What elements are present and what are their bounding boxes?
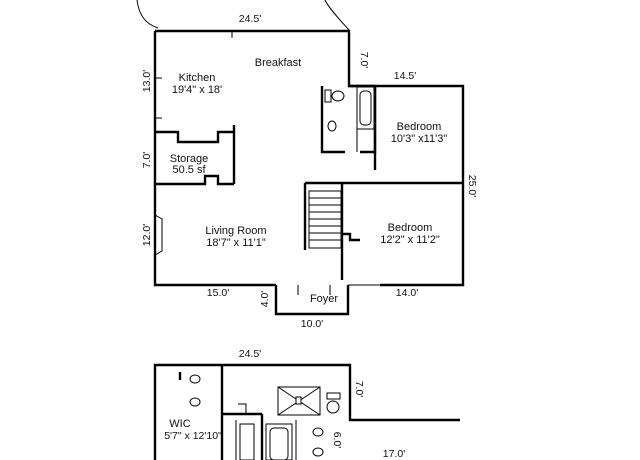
stair-wall bbox=[303, 181, 345, 250]
sink-1 bbox=[189, 374, 201, 384]
curved-wall-top bbox=[136, 0, 350, 31]
dim-top: 24.5' bbox=[239, 13, 261, 25]
upper-floor: 24.5' 7.0' 14.5' 13.0' 7.0' 12.0' 25.0' … bbox=[141, 13, 478, 330]
tub-lower-inner bbox=[269, 427, 289, 460]
room-foyer: Foyer bbox=[310, 293, 338, 305]
room-bedroom-upper-size: 10'3" x11'3" bbox=[391, 133, 448, 145]
dim-bath-right: 7.0' bbox=[358, 52, 370, 69]
room-bedroom-lower: Bedroom bbox=[388, 222, 433, 234]
foyer-inner bbox=[297, 284, 380, 295]
toilet-bowl bbox=[331, 90, 345, 102]
room-living-size: 18'7" x 11'1" bbox=[206, 237, 266, 249]
wall-ticks bbox=[155, 31, 233, 119]
room-living: Living Room bbox=[205, 225, 266, 237]
exterior-wall-left bbox=[153, 31, 276, 287]
lower-dim-right: 7.0' bbox=[353, 381, 365, 398]
dim-bedroom-bottom: 14.0' bbox=[396, 287, 418, 299]
fireplace bbox=[154, 214, 163, 256]
dim-kitchen-left: 13.0' bbox=[141, 70, 153, 92]
dim-storage-left: 7.0' bbox=[141, 152, 153, 169]
room-bedroom-lower-size: 12'2" x 11'2" bbox=[380, 234, 440, 246]
dim-foyer-bottom: 10.0' bbox=[301, 318, 323, 330]
dim-right-side: 25.0' bbox=[466, 175, 478, 197]
lower-interior-wall bbox=[178, 365, 264, 460]
bath-sink bbox=[327, 120, 337, 132]
room-bedroom-upper: Bedroom bbox=[397, 121, 442, 133]
stairs bbox=[308, 190, 342, 249]
lower-closet bbox=[235, 403, 297, 460]
foyer-wall bbox=[274, 285, 350, 316]
bathtub-inner bbox=[359, 90, 372, 126]
lower-dim-bottom-right: 17.0' bbox=[383, 448, 405, 460]
dim-living-left: 12.0' bbox=[141, 224, 153, 246]
room-storage: Storage bbox=[170, 153, 209, 165]
toilet-tank bbox=[324, 89, 332, 103]
room-breakfast: Breakfast bbox=[255, 57, 301, 69]
lower-dim-middle: 6.0' bbox=[331, 432, 343, 449]
toilet-bowl-lower bbox=[326, 400, 340, 414]
room-storage-size: 50.5 sf bbox=[172, 164, 206, 176]
room-kitchen: Kitchen bbox=[179, 72, 216, 84]
sink-4 bbox=[312, 447, 324, 457]
dim-living-bottom: 15.0' bbox=[207, 287, 229, 299]
bedroom-lower-wall bbox=[340, 183, 360, 280]
shower-drain bbox=[295, 396, 302, 405]
sink-3 bbox=[312, 427, 324, 437]
room-kitchen-size: 19'4" x 18' bbox=[172, 84, 222, 96]
dim-bedroom-top: 14.5' bbox=[394, 70, 416, 82]
toilet-tank-lower bbox=[326, 392, 341, 400]
vanity bbox=[239, 423, 255, 460]
room-wic-size: 5'7" x 12'10" bbox=[164, 430, 222, 442]
room-wic: WIC bbox=[169, 418, 190, 430]
lower-floor: 24.5' 7.0' 6.0' 17.0' WIC 5'7" x 12'10" bbox=[153, 348, 460, 460]
sink-2 bbox=[189, 397, 201, 407]
bedroom-partition bbox=[345, 86, 463, 185]
lower-exterior-wall bbox=[153, 363, 460, 460]
exterior-wall bbox=[155, 29, 465, 287]
dim-foyer-side: 4.0' bbox=[259, 291, 271, 308]
lower-dim-top: 24.5' bbox=[239, 348, 261, 360]
